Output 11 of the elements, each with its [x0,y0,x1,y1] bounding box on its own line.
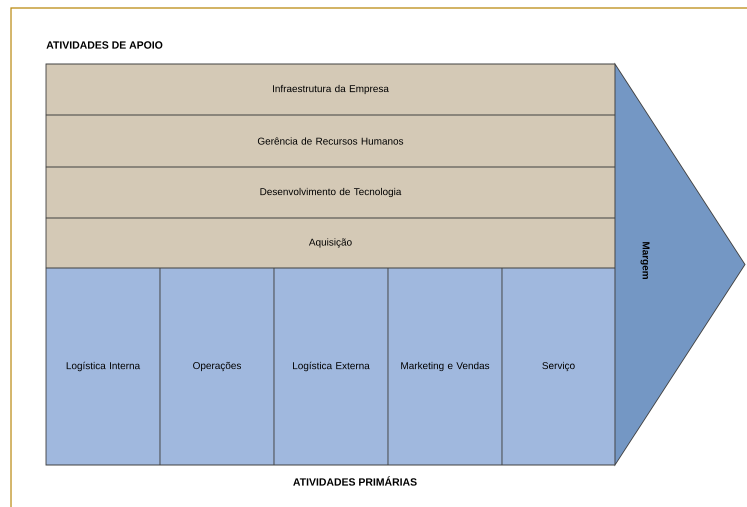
support-activity-bar: Aquisição [46,218,616,268]
primary-activity-box: Operações [160,268,274,466]
primary-activity-box: Serviço [502,268,616,466]
section-heading: ATIVIDADES PRIMÁRIAS [293,476,417,486]
primary-activity-box: Logística Externa [274,268,388,466]
support-activity-bar: Gerência de Recursos Humanos [46,114,616,168]
primary-activity-box: Logística Interna [46,268,160,466]
support-activity-bar: Infraestrutura da Empresa [46,64,616,116]
support-activity-bar: Desenvolvimento de Tecnologia [46,166,616,218]
section-heading: ATIVIDADES DE APOIO [46,41,162,49]
primary-activity-box: Marketing e Vendas [388,268,502,466]
